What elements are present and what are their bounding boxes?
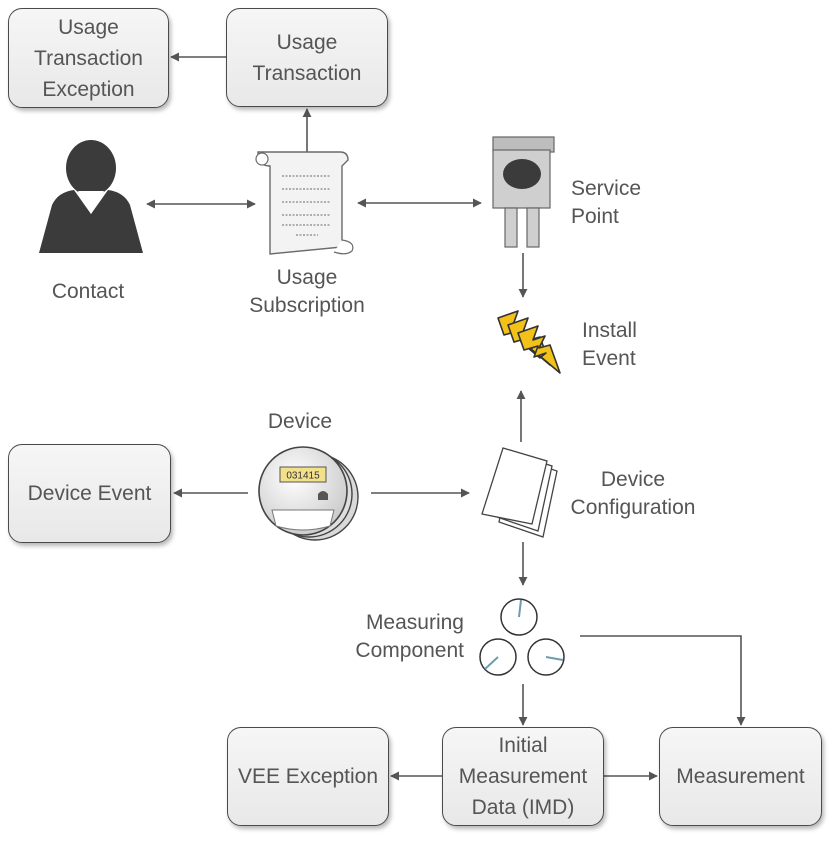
usage-subscription-label: Usage Subscription	[249, 266, 365, 317]
device-event-box[interactable]: Device Event	[8, 444, 171, 543]
person-silhouette-icon	[39, 140, 143, 253]
contact-label: Contact	[51, 280, 125, 303]
scroll-document-icon	[255, 151, 354, 255]
lightning-bolt-icon	[497, 310, 561, 374]
service-point-pole-icon	[492, 136, 555, 248]
device-label: Device	[267, 410, 333, 433]
stacked-papers-icon	[481, 447, 558, 538]
device-configuration-label: Device Configuration	[570, 468, 696, 519]
meter-reading: 031415	[286, 471, 320, 482]
electric-meter-icon: 031415	[258, 446, 359, 541]
service-point-label: Service Point	[571, 177, 642, 228]
dials-icon	[479, 598, 565, 676]
measuring-component-label: Measuring Component	[355, 611, 464, 662]
usage-transaction-exception-box[interactable]: Usage Transaction Exception	[8, 8, 169, 108]
measurement-box[interactable]: Measurement	[659, 727, 822, 826]
usage-transaction-box[interactable]: Usage Transaction	[226, 8, 388, 107]
install-event-label: Install Event	[582, 319, 637, 370]
vee-exception-box[interactable]: VEE Exception	[227, 727, 389, 826]
imd-box[interactable]: Initial Measurement Data (IMD)	[442, 727, 604, 826]
arrow-component-to-measurement	[580, 635, 746, 726]
